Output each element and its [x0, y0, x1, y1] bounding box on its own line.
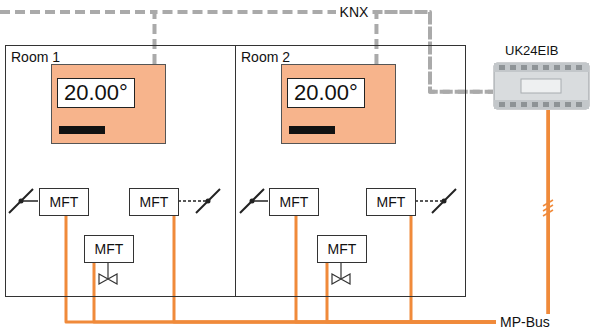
- damper-symbol: [9, 189, 38, 213]
- damper-symbol: [178, 189, 220, 213]
- mft-actuator-box: MFT: [317, 235, 367, 263]
- terminal: [510, 65, 516, 70]
- terminal: [532, 65, 538, 70]
- terminal: [532, 102, 538, 107]
- damper-symbol: [240, 189, 268, 213]
- device-label: UK24EIB: [505, 43, 558, 58]
- mft-label: MFT: [280, 194, 309, 210]
- mp-bus-line: [411, 110, 548, 322]
- terminal: [576, 102, 582, 107]
- terminal: [521, 65, 527, 70]
- terminal: [554, 65, 560, 70]
- gateway-illustration: [493, 62, 590, 110]
- mft-label: MFT: [95, 241, 124, 257]
- gateway-device: UK24EIB: [493, 62, 590, 110]
- terminal: [543, 65, 549, 70]
- room-thermostat: 20.00°: [281, 64, 396, 144]
- terminal: [565, 65, 571, 70]
- device-housing: [494, 63, 589, 109]
- damper-pivot: [19, 199, 24, 204]
- mft-label: MFT: [140, 194, 169, 210]
- thermostat-bar: [59, 126, 105, 134]
- room-box: 20.00° MFT MFT MFT Room 1: [5, 45, 236, 297]
- terminal: [543, 102, 549, 107]
- valve-symbol: [332, 262, 350, 284]
- terminal-strip: [494, 100, 589, 109]
- terminal: [565, 102, 571, 107]
- thermostat-bar: [289, 126, 335, 134]
- temperature-reading: 20.00°: [57, 78, 135, 108]
- mft-label: MFT: [50, 194, 79, 210]
- valve-symbol: [99, 262, 117, 284]
- terminal: [510, 102, 516, 107]
- room-box: 20.00° MFT MFT MFT Room 2: [235, 45, 466, 297]
- mft-actuator-box: MFT: [39, 188, 89, 216]
- mft-actuator-box: MFT: [366, 188, 416, 216]
- damper-pivot: [442, 199, 447, 204]
- mft-actuator-box: MFT: [84, 235, 134, 263]
- terminal: [554, 102, 560, 107]
- mft-label: MFT: [377, 194, 406, 210]
- damper-pivot: [250, 199, 255, 204]
- device-panel: [521, 79, 561, 93]
- damper-pivot: [206, 199, 211, 204]
- temperature-reading: 20.00°: [287, 78, 365, 108]
- terminal: [521, 102, 527, 107]
- bus-label: MP-Bus: [496, 314, 554, 330]
- terminal: [499, 65, 505, 70]
- mft-label: MFT: [328, 241, 357, 257]
- room-label: Room 1: [6, 46, 235, 65]
- terminal: [499, 102, 505, 107]
- bus-label: KNX: [336, 4, 373, 20]
- damper-symbol: [415, 189, 456, 213]
- room-label: Room 2: [236, 46, 465, 65]
- knx-bus-line: [0, 10, 155, 14]
- mft-actuator-box: MFT: [129, 188, 179, 216]
- terminal: [576, 65, 582, 70]
- terminal-strip: [494, 63, 589, 72]
- mft-actuator-box: MFT: [269, 188, 319, 216]
- room-thermostat: 20.00°: [51, 64, 166, 144]
